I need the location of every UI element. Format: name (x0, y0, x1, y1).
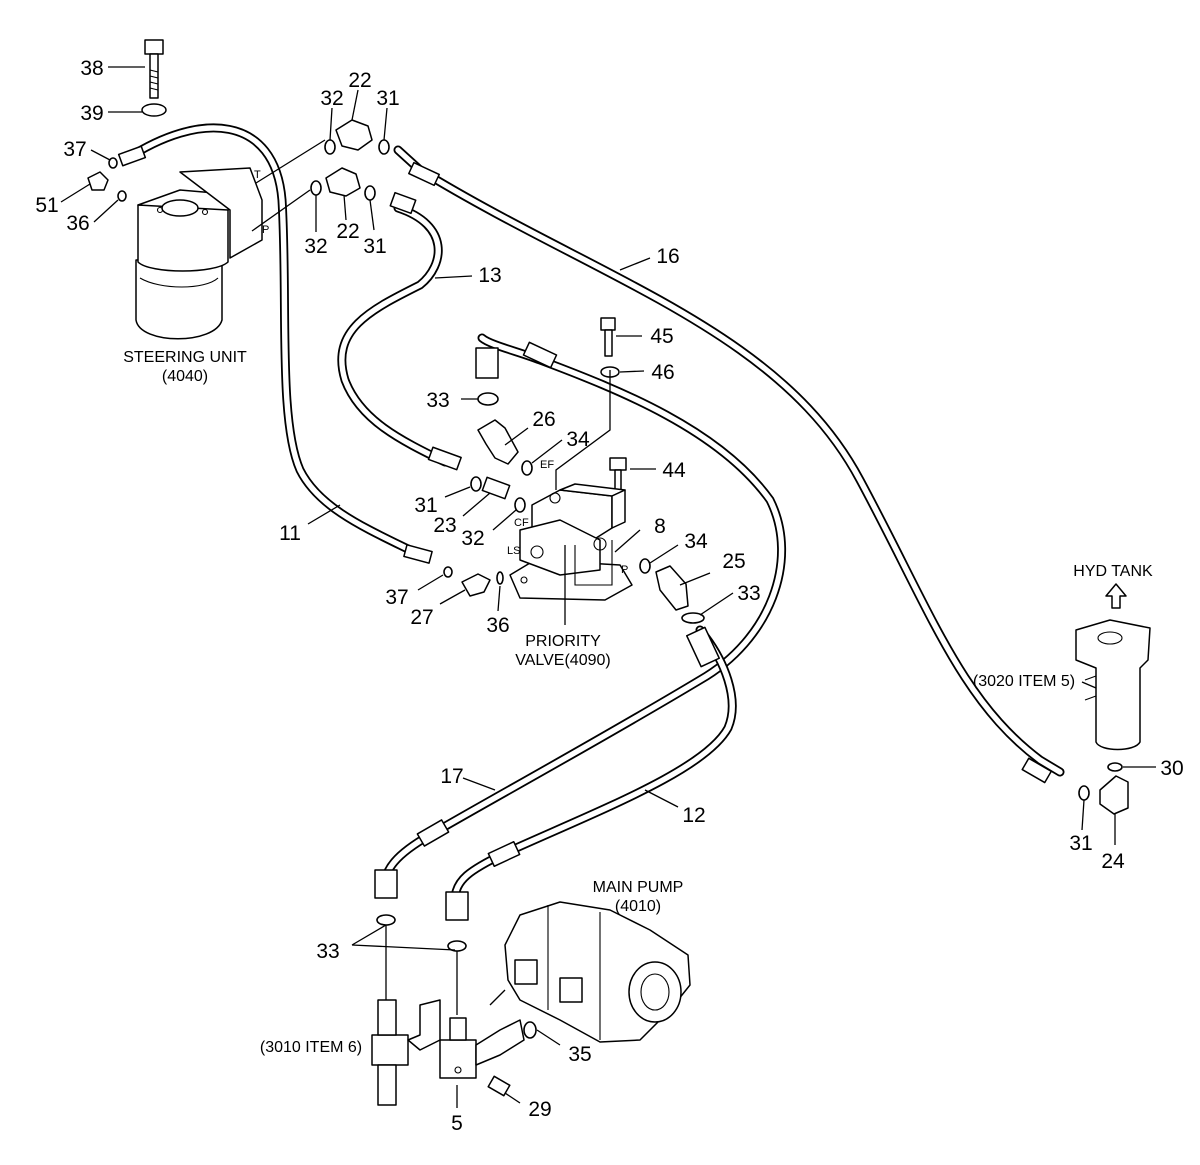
elbow-27 (461, 573, 491, 597)
callout-29: 29 (528, 1098, 551, 1121)
callout-16: 16 (656, 245, 679, 268)
oring-32b (310, 180, 322, 196)
oring-36b (496, 571, 504, 585)
hyd-tank (1075, 583, 1151, 751)
elbow-22b (325, 167, 361, 197)
callout-46: 46 (651, 361, 674, 384)
callout-44: 44 (662, 459, 686, 482)
callout-23: 23 (433, 514, 456, 537)
port-p-label-steering: P (262, 224, 269, 236)
priority-valve-label: PRIORITY (525, 633, 601, 650)
callout-8: 8 (654, 515, 666, 538)
port-ef-label: EF (540, 459, 554, 471)
hose-11 (120, 123, 425, 560)
hose-fittings (117, 145, 1053, 921)
elbow-25 (655, 565, 689, 611)
callout-38: 38 (80, 57, 103, 80)
block-3010 (371, 999, 441, 1106)
bolt-38 (144, 39, 164, 99)
callout-45: 45 (650, 325, 673, 348)
oring-36a (117, 190, 127, 202)
elbow-22a (335, 119, 373, 151)
callout-39: 39 (80, 102, 103, 125)
leader-lines (60, 66, 1156, 1108)
elbow-26 (477, 419, 519, 465)
oring-33c-left (376, 914, 396, 926)
hose-17 (380, 333, 787, 890)
oring-31a (378, 139, 390, 155)
callout-31: 31 (376, 87, 399, 110)
oring-37b (443, 566, 453, 578)
priority-valve-code: VALVE(4090) (515, 652, 610, 669)
block-5 (439, 1017, 525, 1079)
callout-11: 11 (279, 522, 301, 545)
hose-16 (393, 145, 1065, 777)
callout-51: 51 (35, 194, 58, 217)
washer-39 (141, 103, 167, 117)
elbow-24 (1099, 775, 1129, 815)
callout-31: 31 (414, 494, 437, 517)
hose-12 (450, 625, 737, 905)
port-cf-label: CF (514, 517, 529, 529)
callout-31: 31 (363, 235, 386, 258)
hyd-tank-ref: (3020 ITEM 5) (973, 673, 1075, 690)
callout-27: 27 (410, 606, 433, 629)
oring-31c (470, 476, 482, 492)
callout-22: 22 (348, 69, 371, 92)
bolt-45 (600, 317, 616, 357)
main-pump-code: (4010) (615, 898, 661, 915)
callout-36: 36 (486, 614, 509, 637)
callout-33: 33 (426, 389, 449, 412)
callout-37: 37 (385, 586, 408, 609)
callout-31: 31 (1069, 832, 1092, 855)
oring-31d (1078, 785, 1090, 801)
callout-32: 32 (304, 235, 327, 258)
main-pump (504, 901, 691, 1043)
oring-34a (521, 460, 533, 476)
port-t-label: T (254, 169, 261, 181)
oring-32c (514, 497, 526, 513)
oring-33b (681, 612, 705, 624)
callout-32: 32 (320, 87, 343, 110)
main-pump-label: MAIN PUMP (593, 879, 684, 896)
callout-26: 26 (532, 408, 555, 431)
callout-32: 32 (461, 527, 484, 550)
steering-unit (135, 167, 263, 340)
steering-unit-label: STEERING UNIT (123, 349, 247, 366)
port-p-label-valve: P (621, 564, 628, 576)
callout-13: 13 (478, 264, 501, 287)
hose-13 (337, 203, 450, 467)
steering-unit-code: (4040) (162, 368, 208, 385)
plug-29 (487, 1075, 511, 1097)
oring-35 (523, 1021, 537, 1039)
callout-35: 35 (568, 1043, 591, 1066)
callout-22: 22 (336, 220, 359, 243)
callout-30: 30 (1160, 757, 1183, 780)
oring-30 (1107, 762, 1123, 772)
hyd-tank-label: HYD TANK (1073, 563, 1153, 580)
callout-5: 5 (451, 1112, 463, 1135)
callout-36: 36 (66, 212, 89, 235)
bolt-44 (609, 457, 627, 495)
callout-25: 25 (722, 550, 745, 573)
callout-12: 12 (682, 804, 705, 827)
callout-33: 33 (316, 940, 339, 963)
oring-34b (639, 558, 651, 574)
oring-37a (108, 157, 118, 169)
callout-37: 37 (63, 138, 86, 161)
port-ls-label: LS (507, 545, 520, 557)
oring-32a (324, 139, 336, 155)
adapter-23 (481, 476, 511, 500)
block-ref-label: (3010 ITEM 6) (260, 1039, 362, 1056)
callout-34: 34 (684, 530, 708, 553)
oring-33a (477, 392, 499, 406)
callout-17: 17 (440, 765, 463, 788)
callout-34: 34 (566, 428, 590, 451)
callout-24: 24 (1101, 850, 1125, 873)
oring-31b (364, 185, 376, 201)
priority-valve (509, 483, 633, 601)
elbow-51 (87, 171, 109, 191)
callout-33: 33 (737, 582, 760, 605)
